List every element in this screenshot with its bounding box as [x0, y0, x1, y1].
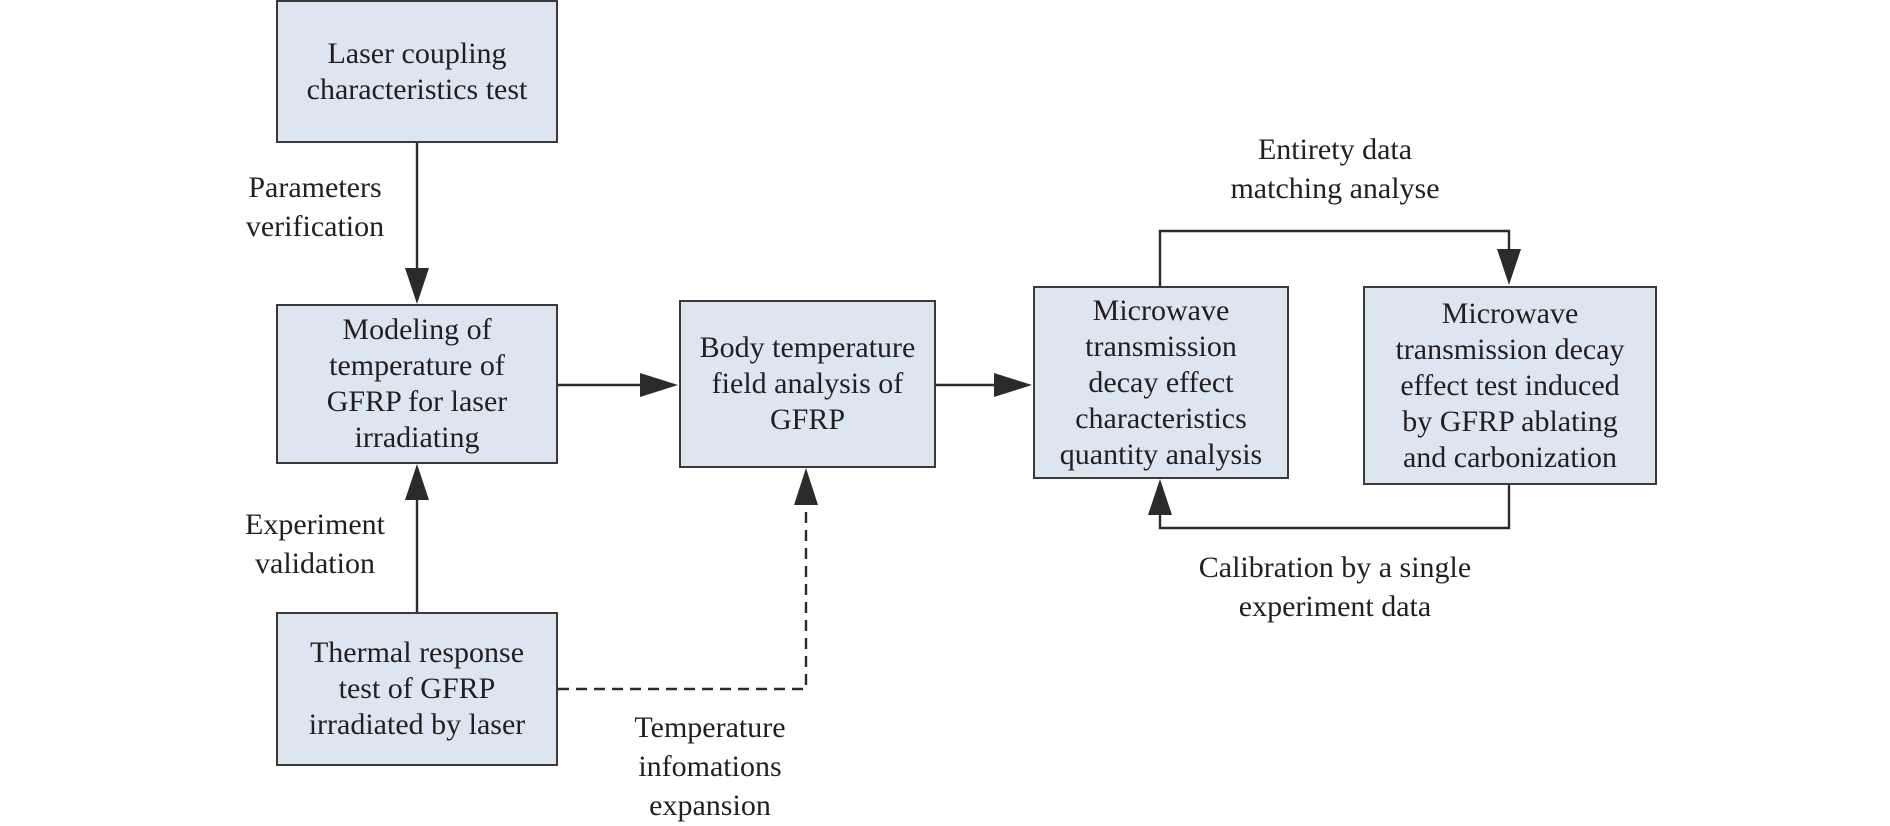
box-modeling-temperature-label: Modeling of temperature of GFRP for lase…: [326, 313, 508, 454]
arrow-line-temperature-expansion: [558, 501, 808, 691]
box-microwave-quantity-analysis: Microwave transmission decay effect char…: [1033, 286, 1289, 479]
arrowhead-up-to-body: [794, 468, 818, 505]
arrow-line-calibration: [1158, 485, 1511, 530]
label-entirety-matching: Entirety data matching analyse: [1230, 133, 1440, 205]
box-microwave-decay-test-label: Microwave transmission decay effect test…: [1395, 296, 1625, 474]
box-modeling-temperature: Modeling of temperature of GFRP for lase…: [276, 304, 558, 464]
arrowhead-up-to-modeling: [405, 464, 429, 500]
box-microwave-quantity-analysis-label: Microwave transmission decay effect char…: [1059, 293, 1263, 471]
box-microwave-decay-test: Microwave transmission decay effect test…: [1363, 286, 1657, 485]
box-laser-coupling-test-label: Laser coupling characteristics test: [306, 36, 528, 106]
arrowhead-right-to-microwave: [994, 373, 1032, 397]
arrowhead-right-to-body: [640, 373, 678, 397]
label-temperature-expansion: Temperature infomations expansion: [634, 711, 786, 822]
arrowhead-down-to-microwave-test: [1497, 249, 1521, 285]
label-calibration: Calibration by a single experiment data: [1198, 551, 1472, 623]
box-thermal-response-test: Thermal response test of GFRP irradiated…: [276, 612, 558, 766]
box-body-temperature-analysis-label: Body temperature field analysis of GFRP: [699, 331, 916, 436]
box-body-temperature-analysis: Body temperature field analysis of GFRP: [679, 300, 936, 468]
box-laser-coupling-test: Laser coupling characteristics test: [276, 0, 558, 143]
label-experiment-validation: Experiment validation: [245, 508, 385, 580]
box-thermal-response-test-label: Thermal response test of GFRP irradiated…: [308, 636, 526, 741]
label-parameters-verification: Parameters verification: [245, 171, 385, 243]
arrowhead-down-to-modeling: [405, 268, 429, 304]
arrow-line-entirety-matching: [1158, 229, 1511, 286]
arrowhead-up-to-microwave-quantity: [1148, 479, 1172, 515]
